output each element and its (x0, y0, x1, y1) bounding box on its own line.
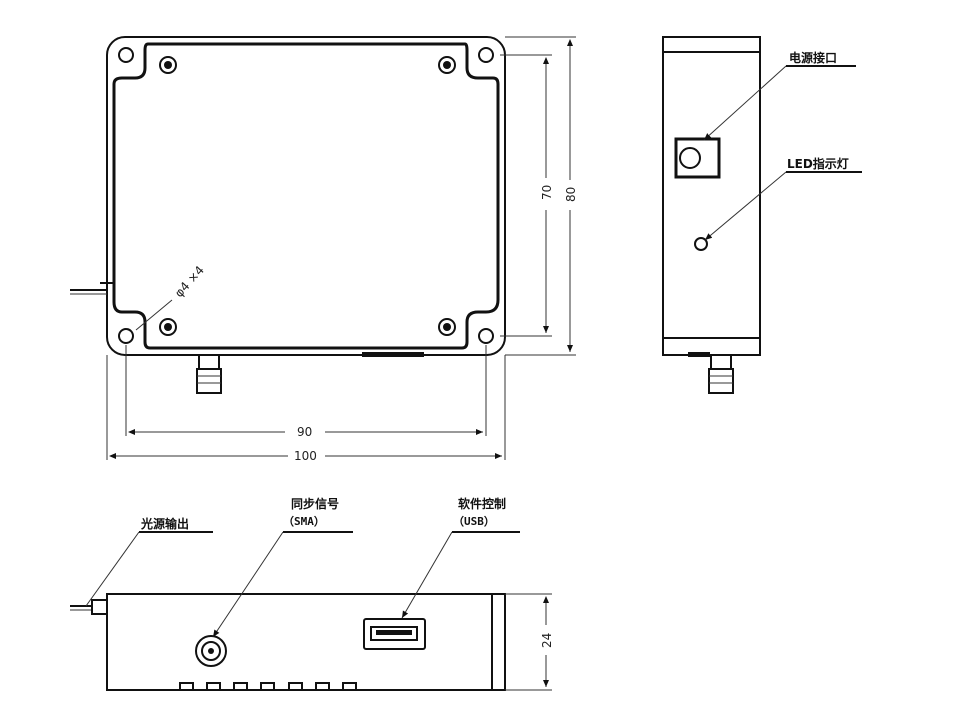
screw-icon (159, 56, 177, 74)
top-view-outline (106, 36, 506, 356)
screw-icon (159, 318, 177, 336)
vent-slots (179, 682, 357, 690)
dim-outer-height: 80 (564, 187, 578, 202)
dim-overall-width: 100 (294, 449, 317, 463)
sync-type-label: （SMA） (283, 515, 325, 528)
dim-box-height: 24 (540, 633, 554, 648)
side-view: 电源接口 LED指示灯 (662, 36, 862, 394)
fiber-output-icon (70, 282, 114, 295)
fiber-output-icon (70, 599, 108, 615)
screw-icon (438, 56, 456, 74)
sma-connector-icon (196, 354, 222, 394)
front-view-outline (106, 593, 506, 691)
software-control-label: 软件控制 (458, 496, 506, 511)
usb-port-icon (363, 618, 426, 650)
sma-port-icon (195, 635, 227, 667)
power-port-icon (674, 137, 721, 179)
front-view: 24 光源输出 同步信号 （SMA） 软件控制 （USB） (70, 496, 554, 691)
top-view-dimensions: 70 80 90 100 (106, 36, 578, 463)
power-port-label: 电源接口 (789, 50, 837, 65)
side-view-outline (662, 36, 761, 356)
dim-inner-height: 70 (540, 185, 554, 200)
mount-hole-icon (118, 328, 134, 344)
screw-icon (438, 318, 456, 336)
software-type-label: （USB） (453, 515, 495, 528)
hole-spec-label: φ4 ×4 (172, 263, 207, 300)
usb-edge-icon (362, 352, 424, 357)
sma-connector-icon (708, 354, 734, 394)
mount-hole-icon (478, 47, 494, 63)
light-output-label: 光源输出 (140, 516, 189, 531)
top-view-inner-panel (112, 42, 500, 350)
top-view: φ4 ×4 (70, 36, 506, 394)
dim-hole-spacing: 90 (297, 425, 312, 439)
mount-hole-icon (118, 47, 134, 63)
led-icon (694, 237, 708, 251)
led-label: LED指示灯 (787, 156, 849, 171)
sync-signal-label: 同步信号 (291, 496, 339, 511)
mount-hole-icon (478, 328, 494, 344)
